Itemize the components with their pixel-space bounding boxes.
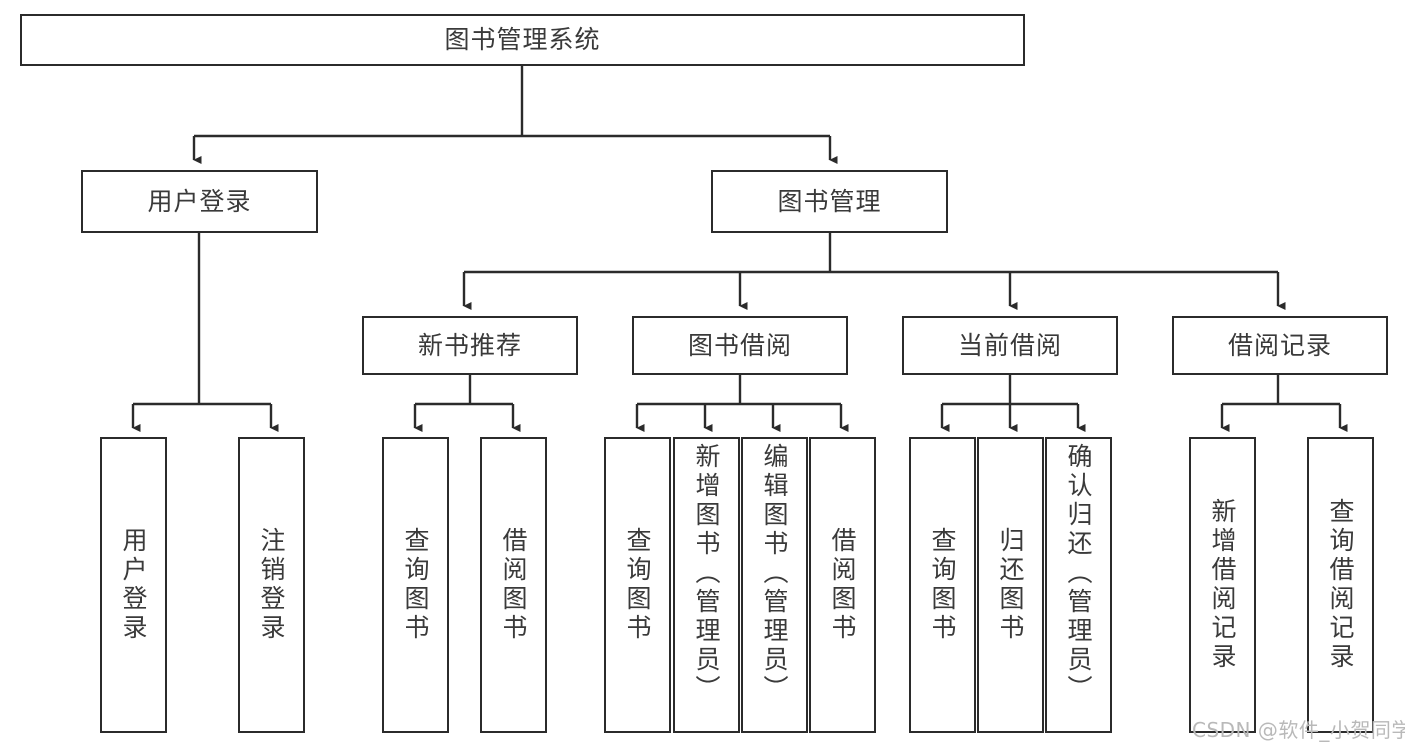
node-root-label: 图书管理系统 — [444, 25, 601, 55]
leaf-user-login-login-label: 用户登录 — [119, 527, 148, 643]
leaf-current-borrow-query[interactable]: 查询图书 — [909, 437, 976, 733]
leaf-borrow-record-add-label: 新增借阅记录 — [1208, 498, 1237, 672]
leaf-current-borrow-query-label: 查询图书 — [928, 527, 957, 643]
node-root[interactable]: 图书管理系统 — [20, 14, 1025, 66]
leaf-book-borrow-edit[interactable]: 编辑图书（管理员） — [741, 437, 808, 733]
leaf-book-borrow-edit-label: 编辑图书（管理员） — [760, 443, 789, 704]
leaf-user-login-logout-label: 注销登录 — [257, 527, 286, 643]
node-current-borrow[interactable]: 当前借阅 — [902, 316, 1118, 375]
leaf-new-book-borrow[interactable]: 借阅图书 — [480, 437, 547, 733]
leaf-current-borrow-return[interactable]: 归还图书 — [977, 437, 1044, 733]
node-book-borrow[interactable]: 图书借阅 — [632, 316, 848, 375]
leaf-book-borrow-add[interactable]: 新增图书（管理员） — [673, 437, 740, 733]
leaf-current-borrow-confirm-label: 确认归还（管理员） — [1064, 443, 1093, 704]
leaf-new-book-borrow-label: 借阅图书 — [499, 527, 528, 643]
leaf-user-login-login[interactable]: 用户登录 — [100, 437, 167, 733]
node-borrow-record[interactable]: 借阅记录 — [1172, 316, 1388, 375]
node-book-borrow-label: 图书借阅 — [687, 330, 792, 360]
leaf-book-borrow-query[interactable]: 查询图书 — [604, 437, 671, 733]
leaf-borrow-record-add[interactable]: 新增借阅记录 — [1189, 437, 1256, 733]
leaf-borrow-record-query[interactable]: 查询借阅记录 — [1307, 437, 1374, 733]
leaf-book-borrow-borrow[interactable]: 借阅图书 — [809, 437, 876, 733]
node-borrow-record-label: 借阅记录 — [1227, 330, 1332, 360]
node-book-management-label: 图书管理 — [777, 186, 882, 216]
leaf-current-borrow-return-label: 归还图书 — [996, 527, 1025, 643]
leaf-new-book-query[interactable]: 查询图书 — [382, 437, 449, 733]
node-book-management[interactable]: 图书管理 — [711, 170, 948, 233]
leaf-book-borrow-query-label: 查询图书 — [623, 527, 652, 643]
leaf-new-book-query-label: 查询图书 — [401, 527, 430, 643]
leaf-book-borrow-borrow-label: 借阅图书 — [828, 527, 857, 643]
node-new-book-recommend[interactable]: 新书推荐 — [362, 316, 578, 375]
node-user-login-label: 用户登录 — [147, 186, 252, 216]
csdn-watermark: CSDN @软件_小贺同学 — [1192, 718, 1405, 742]
leaf-borrow-record-query-label: 查询借阅记录 — [1326, 498, 1355, 672]
leaf-current-borrow-confirm[interactable]: 确认归还（管理员） — [1045, 437, 1112, 733]
node-user-login[interactable]: 用户登录 — [81, 170, 318, 233]
leaf-user-login-logout[interactable]: 注销登录 — [238, 437, 305, 733]
node-current-borrow-label: 当前借阅 — [957, 330, 1062, 360]
leaf-book-borrow-add-label: 新增图书（管理员） — [692, 443, 721, 704]
node-new-book-recommend-label: 新书推荐 — [417, 330, 522, 360]
